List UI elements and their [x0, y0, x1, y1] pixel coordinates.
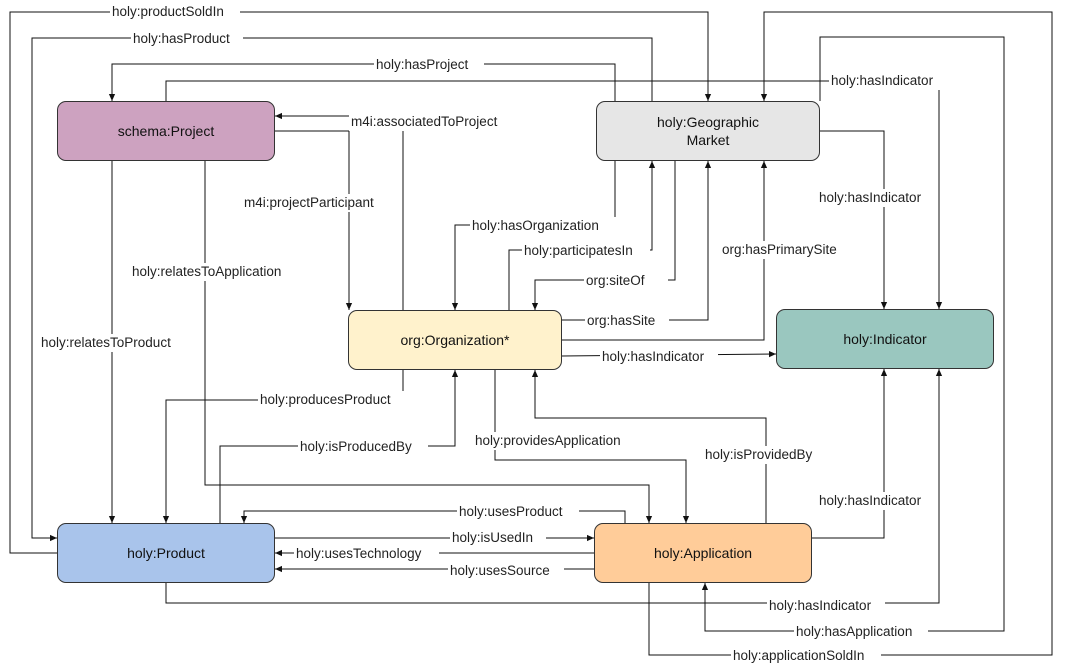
svg-text:holy:relatesToApplication: holy:relatesToApplication — [132, 264, 281, 279]
edge-label-isUsedIn: holy:isUsedIn — [450, 529, 546, 547]
edge-label-hasIndicatorMarket: holy:hasIndicator — [817, 189, 935, 207]
svg-text:holy:usesProduct: holy:usesProduct — [459, 504, 563, 519]
node-indicator[interactable]: holy:Indicator — [776, 309, 994, 369]
svg-text:holy:hasIndicator: holy:hasIndicator — [769, 598, 872, 613]
edge-providesApplication — [494, 370, 690, 523]
edge-label-productSoldIn: holy:productSoldIn — [110, 3, 240, 21]
edge-label-projectParticipant: m4i:projectParticipant — [242, 194, 392, 212]
edge-label-hasPrimarySite: org:hasPrimarySite — [720, 241, 854, 259]
svg-text:holy:providesApplication: holy:providesApplication — [475, 433, 621, 448]
edge-hasIndicatorTop — [165, 80, 943, 309]
edge-label-hasSite: org:hasSite — [585, 311, 669, 329]
edge-hasIndicatorProduct — [165, 369, 943, 604]
edge-hasIndicatorApp — [812, 369, 888, 539]
edge-label-associatedToProject: m4i:associatedToProject — [349, 113, 519, 131]
edge-label-providesApplication: holy:providesApplication — [473, 432, 641, 450]
svg-text:holy:productSoldIn: holy:productSoldIn — [112, 4, 224, 19]
edge-hasProject — [108, 63, 616, 101]
svg-text:holy:usesSource: holy:usesSource — [450, 563, 550, 578]
edge-label-relatesToApplication: holy:relatesToApplication — [130, 263, 302, 281]
svg-text:holy:isProvidedBy: holy:isProvidedBy — [705, 447, 813, 462]
edge-label-hasIndicatorApp: holy:hasIndicator — [817, 492, 935, 510]
svg-text:org:hasPrimarySite: org:hasPrimarySite — [722, 242, 837, 257]
edge-label-hasProduct: holy:hasProduct — [131, 30, 243, 48]
edge-isProvidedBy — [531, 370, 767, 523]
svg-text:holy:hasProduct: holy:hasProduct — [133, 31, 230, 46]
svg-text:holy:applicationSoldIn: holy:applicationSoldIn — [733, 648, 864, 663]
node-product[interactable]: holy:Product — [57, 523, 275, 583]
svg-text:m4i:associatedToProject: m4i:associatedToProject — [351, 114, 498, 129]
edge-label-applicationSoldIn: holy:applicationSoldIn — [731, 647, 881, 664]
edge-label-hasProject: holy:hasProject — [374, 56, 484, 74]
node-schema-project[interactable]: schema:Project — [57, 101, 275, 161]
edge-hasIndicatorMarket — [820, 130, 888, 309]
edge-hasApplication — [701, 36, 1005, 632]
edge-hasPrimarySite — [562, 161, 768, 341]
edge-label-hasApplication: holy:hasApplication — [794, 623, 928, 641]
svg-text:holy:hasProject: holy:hasProject — [376, 57, 469, 72]
edge-label-isProvidedBy: holy:isProvidedBy — [703, 446, 829, 464]
edge-usesProduct — [240, 510, 626, 523]
edge-applicationSoldIn — [648, 11, 1053, 656]
edge-relatesToApplication — [204, 161, 653, 523]
edge-hasSite — [562, 161, 712, 321]
svg-text:holy:hasApplication: holy:hasApplication — [796, 624, 912, 639]
node-organization[interactable]: org:Organization* — [348, 310, 562, 370]
edge-label-participatesIn: holy:participatesIn — [522, 242, 650, 260]
svg-text:holy:hasOrganization: holy:hasOrganization — [472, 218, 599, 233]
edge-projectParticipant — [275, 130, 353, 310]
svg-text:holy:usesTechnology: holy:usesTechnology — [296, 546, 422, 561]
svg-text:org:hasSite: org:hasSite — [587, 313, 655, 328]
edge-label-hasIndicatorProduct: holy:hasIndicator — [767, 597, 885, 615]
svg-text:holy:hasIndicator: holy:hasIndicator — [602, 349, 705, 364]
edge-label-hasIndicatorTop: holy:hasIndicator — [829, 72, 947, 90]
edge-label-usesProduct: holy:usesProduct — [457, 503, 579, 521]
node-geographic-market[interactable]: holy:Geographic Market — [596, 101, 820, 161]
svg-text:holy:participatesIn: holy:participatesIn — [524, 243, 633, 258]
svg-text:org:siteOf: org:siteOf — [586, 273, 645, 288]
edge-label-hasIndicatorOrg: holy:hasIndicator — [600, 347, 718, 365]
edge-label-relatesToProduct: holy:relatesToProduct — [39, 334, 191, 352]
edge-label-producesProduct: holy:producesProduct — [258, 391, 410, 409]
edge-label-hasOrganization: holy:hasOrganization — [470, 217, 616, 235]
svg-text:holy:isUsedIn: holy:isUsedIn — [452, 530, 533, 545]
node-application[interactable]: holy:Application — [594, 523, 812, 583]
svg-text:holy:hasIndicator: holy:hasIndicator — [819, 190, 922, 205]
edge-label-siteOf: org:siteOf — [584, 271, 668, 289]
edge-label-usesTechnology: holy:usesTechnology — [294, 545, 439, 563]
svg-text:holy:producesProduct: holy:producesProduct — [260, 392, 391, 407]
svg-text:holy:isProducedBy: holy:isProducedBy — [300, 439, 412, 454]
edge-productSoldIn — [9, 11, 712, 554]
svg-text:m4i:projectParticipant: m4i:projectParticipant — [244, 195, 374, 210]
edge-label-isProducedBy: holy:isProducedBy — [298, 437, 428, 455]
svg-text:holy:hasIndicator: holy:hasIndicator — [831, 73, 934, 88]
edge-hasProduct — [31, 37, 653, 542]
svg-text:holy:hasIndicator: holy:hasIndicator — [819, 493, 922, 508]
edge-label-usesSource: holy:usesSource — [448, 562, 564, 580]
svg-text:holy:relatesToProduct: holy:relatesToProduct — [41, 335, 171, 350]
